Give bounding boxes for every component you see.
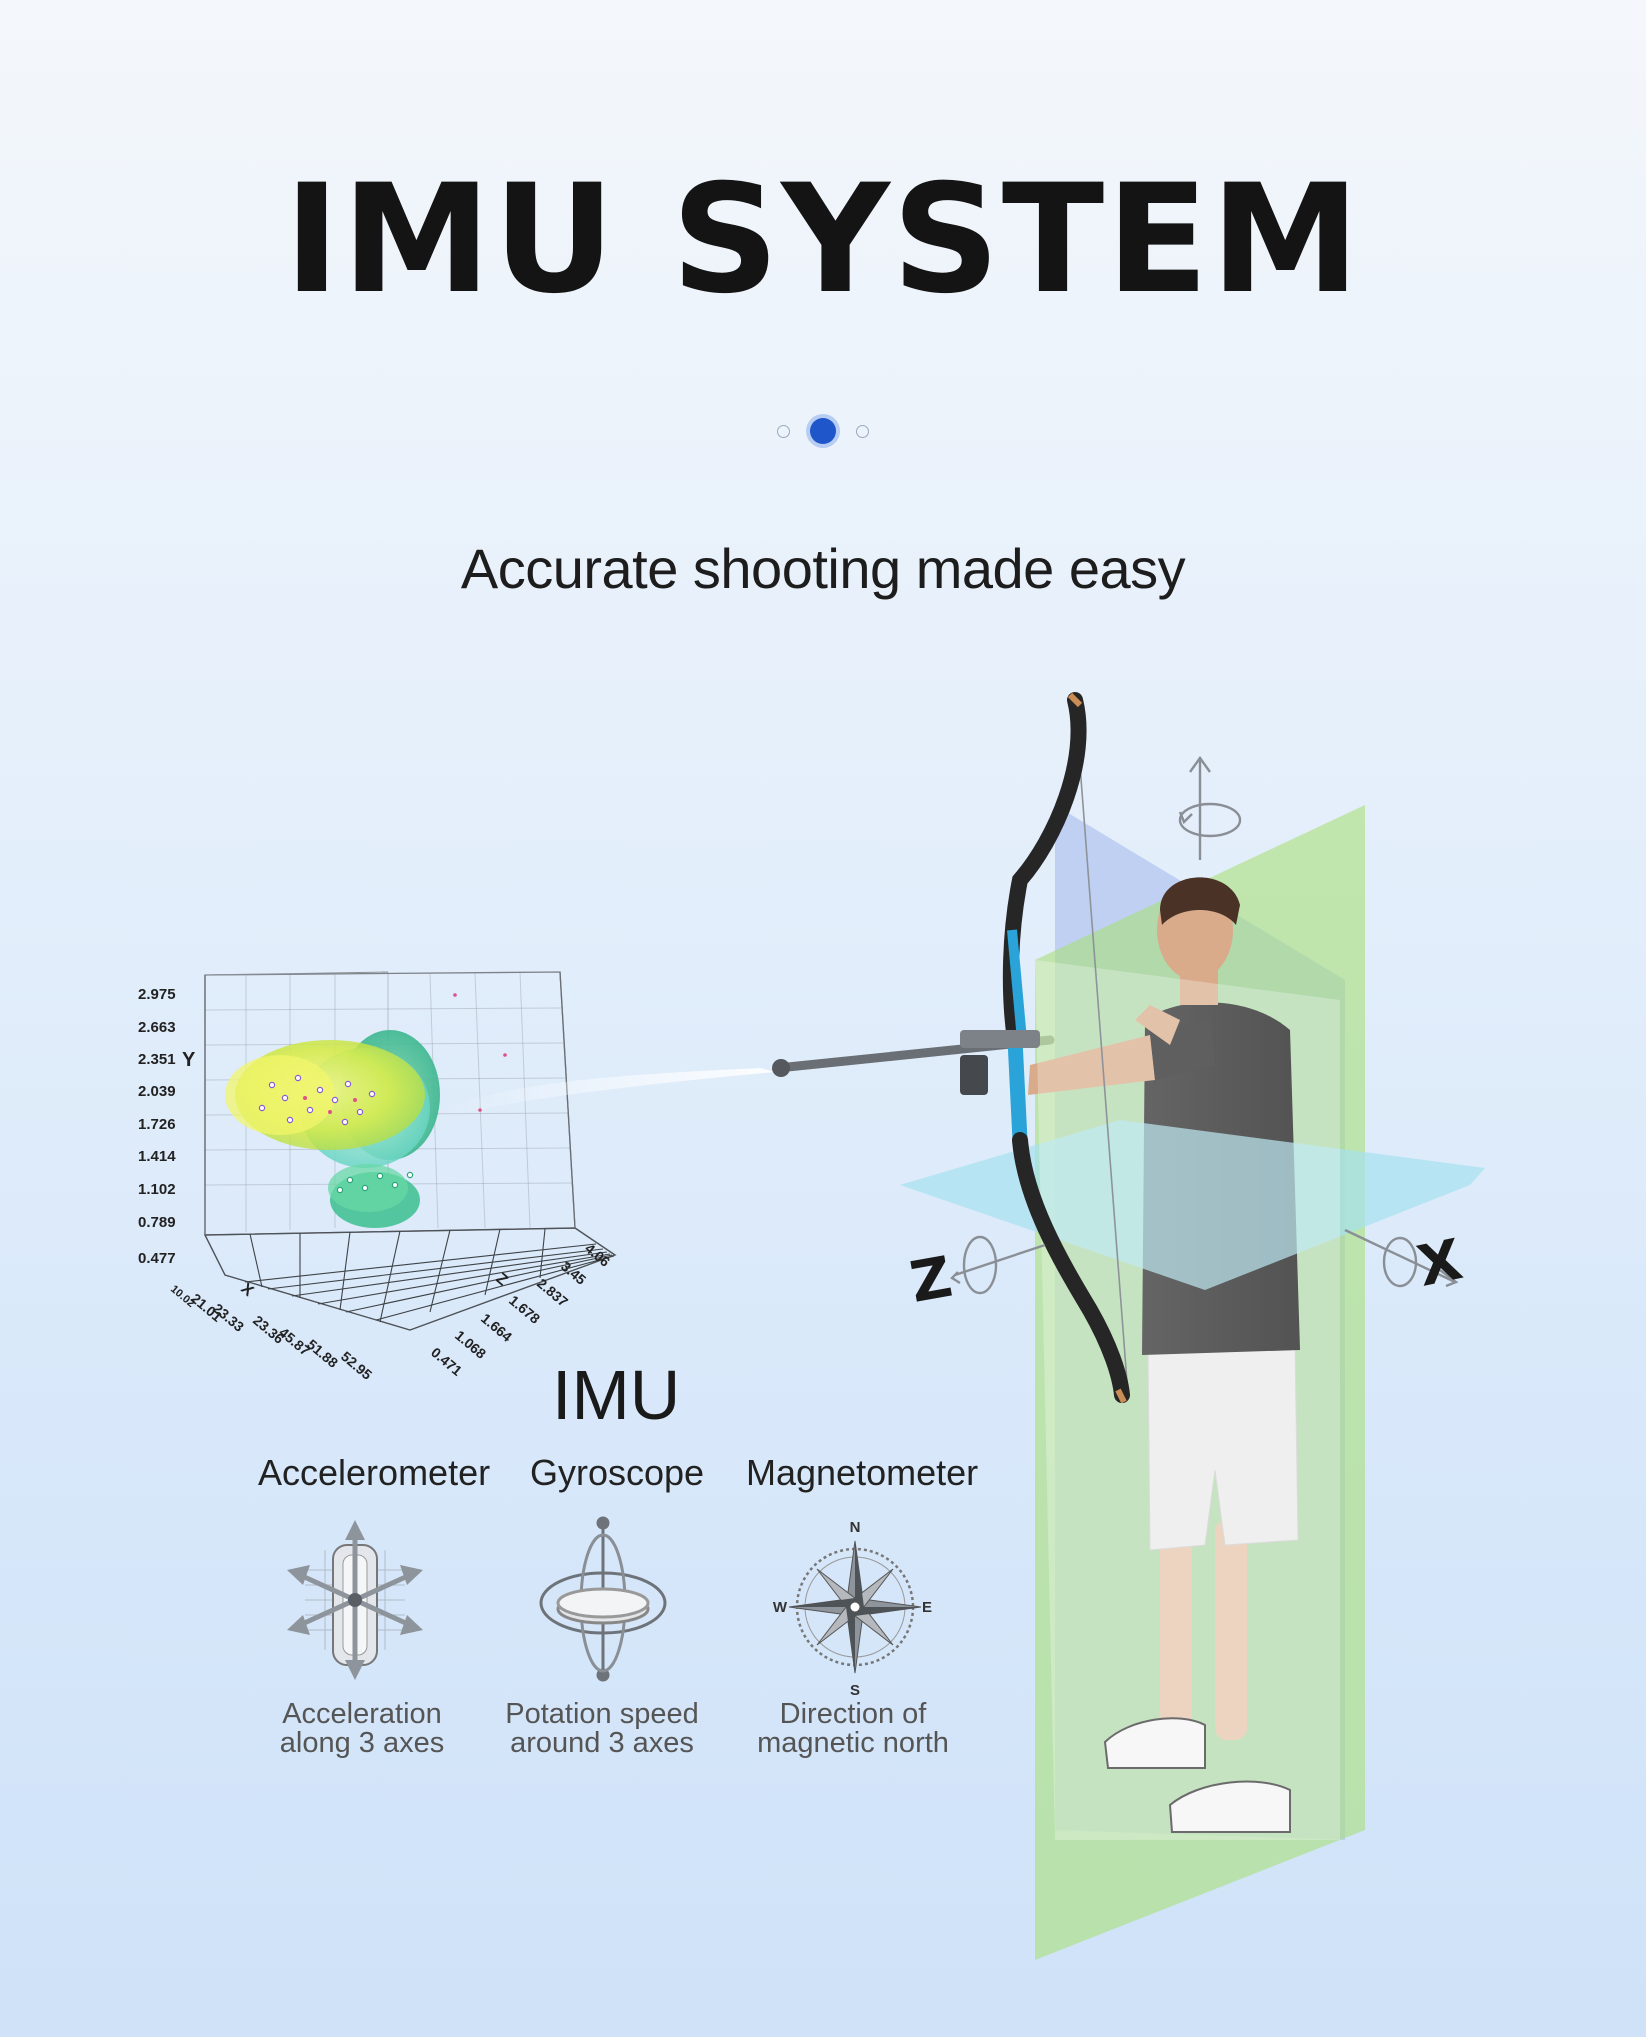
magnetometer-desc-line1: Direction of (779, 1698, 927, 1730)
page-title: IMU SYSTEM (284, 153, 1362, 327)
accelerometer-label: Accelerometer (258, 1452, 491, 1493)
z-tick: 1.068 (452, 1327, 489, 1362)
y-tick: 1.726 (138, 1116, 176, 1133)
z-tick: 0.471 (428, 1344, 465, 1379)
y-tick: 1.414 (138, 1148, 176, 1165)
accelerometer-desc-line1: Acceleration (282, 1698, 442, 1730)
plane-xz (900, 1120, 1485, 1290)
accelerometer-description: Acceleration along 3 axes (222, 1700, 502, 1758)
gyroscope-label: Gyroscope (530, 1452, 705, 1493)
gyroscope-desc-line1: Potation speed (505, 1698, 699, 1730)
magnetometer-desc-line2: magnetic north (757, 1727, 949, 1759)
y-tick: 1.102 (138, 1181, 176, 1198)
y-tick: 0.477 (138, 1250, 176, 1267)
carousel-dot-1[interactable] (777, 424, 790, 438)
x-axis-label: X (1412, 1227, 1468, 1300)
z-tick: 1.664 (478, 1310, 515, 1345)
z-axis-label: Z (492, 1270, 511, 1289)
x-axis-rotation-icon (1344, 1228, 1459, 1288)
accelerometer-desc-line2: along 3 axes (279, 1727, 445, 1759)
page-subtitle: Accurate shooting made easy (460, 537, 1186, 600)
gyroscope-desc-line2: around 3 axes (510, 1727, 694, 1759)
bow (960, 692, 1130, 1404)
x-tick: 45.87 (276, 1324, 313, 1359)
z-axis-rotation-icon (950, 1235, 1046, 1295)
compass-north: N (850, 1519, 861, 1536)
carousel-dot-2-active[interactable] (810, 418, 836, 444)
x-tick: 52.95 (338, 1348, 375, 1383)
z-tick: 2.837 (534, 1275, 571, 1310)
carousel-indicator (0, 418, 1646, 444)
vertical-rotation-icon (1178, 755, 1242, 860)
arrow-trail (440, 1068, 775, 1118)
z-axis-label: Z (906, 1245, 957, 1316)
carousel-dot-3[interactable] (856, 424, 869, 438)
z-tick: 1.678 (506, 1292, 543, 1327)
y-tick: 2.663 (138, 1019, 176, 1036)
data-cloud (225, 1030, 440, 1228)
accelerometer-icon (287, 1520, 423, 1680)
imu-heading: IMU (552, 1356, 681, 1434)
y-axis-label: Y (182, 1049, 196, 1071)
gyroscope-description: Potation speed around 3 axes (462, 1700, 742, 1758)
y-tick: 2.975 (138, 986, 176, 1003)
y-tick: 0.789 (138, 1214, 176, 1231)
magnetometer-label: Magnetometer (746, 1452, 979, 1493)
data-points (258, 1074, 414, 1194)
compass-east: E (922, 1599, 932, 1616)
x-tick: 51.88 (304, 1336, 341, 1371)
compass-icon: N S E W (773, 1519, 932, 1699)
y-tick: 2.351 (138, 1051, 176, 1068)
compass-south: S (850, 1682, 860, 1699)
compass-west: W (773, 1599, 788, 1616)
y-tick: 2.039 (138, 1083, 176, 1100)
magnetometer-description: Direction of magnetic north (713, 1700, 993, 1758)
gyroscope-icon (539, 1516, 667, 1682)
